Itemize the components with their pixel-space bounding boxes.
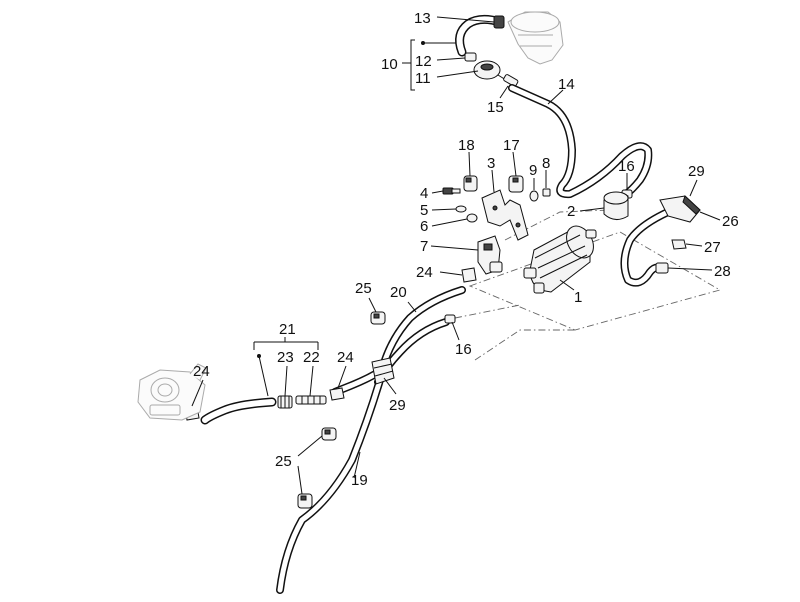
callout-13: 13 (414, 10, 431, 27)
valve-7 (477, 235, 503, 275)
hose-clamp-12 (464, 52, 477, 62)
callout-5: 5 (420, 202, 428, 219)
callout-10: 10 (381, 56, 398, 73)
hose-26 (620, 208, 672, 287)
clamp-17 (508, 175, 524, 193)
clamp-18 (463, 175, 478, 192)
callout-26: 26 (722, 213, 739, 230)
bolt-4 (442, 187, 461, 195)
filter-clamp-band-2 (603, 191, 629, 220)
callout-21: 21 (279, 321, 296, 338)
clip-25-lower (297, 427, 337, 509)
callout-8: 8 (542, 155, 550, 172)
throttle-body (137, 363, 207, 421)
callout-9: 9 (529, 162, 537, 179)
fitting-24-right (329, 387, 345, 401)
vent-valve-11 (473, 60, 507, 81)
callout-11: 11 (415, 70, 431, 87)
fitting-24-upper (461, 267, 477, 283)
callout-18: 18 (458, 137, 475, 154)
callout-7: 7 (420, 238, 428, 255)
callout-23: 23 (277, 349, 294, 366)
nut-6 (466, 213, 478, 223)
callout-28: 28 (714, 263, 731, 280)
callout-labels: 13 12 10 11 14 15 18 17 3 9 8 16 29 4 5 … (193, 10, 739, 489)
callout-22: 22 (303, 349, 320, 366)
callout-6: 6 (420, 218, 428, 235)
fitting-27 (671, 239, 687, 250)
hose-sleeve-29-lower (371, 357, 395, 385)
callout-12: 12 (415, 53, 432, 70)
callout-24-left: 24 (193, 363, 210, 380)
callout-3: 3 (487, 155, 495, 172)
callout-2: 2 (567, 203, 575, 220)
mounting-bracket-3 (481, 189, 529, 241)
washer-5 (455, 205, 467, 213)
fitting-28 (655, 262, 669, 274)
callout-17: 17 (503, 137, 520, 154)
callout-25-upper: 25 (355, 280, 372, 297)
callout-25-lower: 25 (275, 453, 292, 470)
callout-19: 19 (351, 472, 368, 489)
callout-4: 4 (420, 185, 428, 202)
vent-hose-14 (508, 84, 653, 199)
hose-connector-23 (277, 395, 293, 409)
callout-16-lower: 16 (455, 341, 472, 358)
callout-29-lower: 29 (389, 397, 406, 414)
nut-8 (542, 188, 551, 197)
washer-9 (529, 190, 539, 202)
callout-14: 14 (558, 76, 575, 93)
fuel-filter-1 (523, 225, 597, 294)
callout-24-upper: 24 (416, 264, 433, 281)
fuel-hose-21 (200, 397, 277, 425)
vent-hose-13 (455, 14, 505, 57)
callout-15: 15 (487, 99, 504, 116)
clip-25-upper (370, 311, 386, 325)
callout-20: 20 (390, 284, 407, 301)
fitting-15 (503, 74, 519, 87)
callout-16-upper: 16 (618, 158, 635, 175)
clip-16-lower (444, 314, 456, 324)
fuel-hose-20 (331, 286, 466, 396)
callout-29-upper: 29 (688, 163, 705, 180)
callout-27: 27 (704, 239, 721, 256)
clamp-29-upper (659, 195, 701, 223)
callout-24-right: 24 (337, 349, 354, 366)
fuel-hose-19 (276, 376, 384, 594)
leader-lines (191, 16, 721, 495)
callout-1: 1 (574, 289, 582, 306)
hose-connector-22 (295, 395, 327, 405)
fuel-filler-neck (507, 11, 564, 65)
